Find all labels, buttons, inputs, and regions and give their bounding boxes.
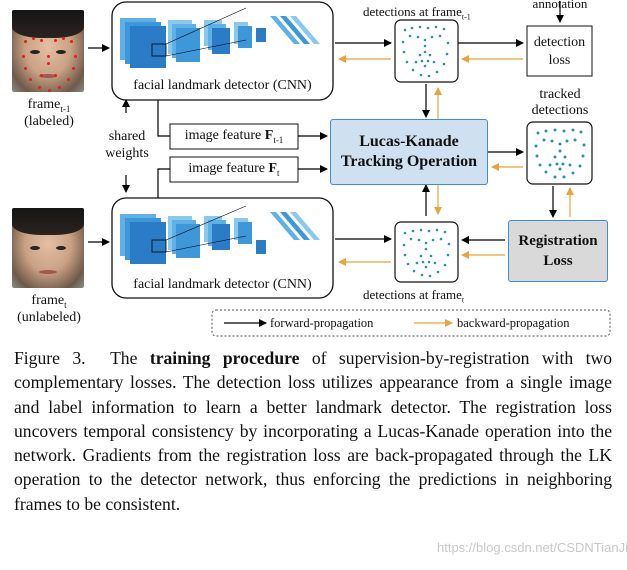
detection-loss-box: [526, 25, 593, 77]
detections-bottom-box: [394, 221, 459, 283]
feature-box-prev: [169, 123, 299, 150]
feature-box-curr: [169, 156, 299, 183]
caption-figure-number: Figure 3.: [14, 348, 86, 368]
cnn-top-label: facial landmark detector (CNN): [133, 78, 312, 93]
watermark: https://blog.csdn.net/CSDNTianJi: [437, 540, 627, 555]
diagram-canvas: [88, 1, 611, 337]
annotation-label: annotation: [532, 0, 588, 11]
legend-backward-label: backward-propagation: [457, 316, 570, 330]
tracked-line1: tracked: [539, 87, 581, 102]
feature-prev-label: image feature Ft-1: [184, 128, 284, 145]
caption-pre: The: [110, 348, 150, 368]
face-image-curr: [12, 208, 84, 288]
lk-line2: Tracking Operation: [340, 153, 478, 170]
cnn-top-layers: [120, 7, 320, 68]
face-image-prev: [12, 10, 84, 92]
frame-curr-status: (unlabeled): [17, 310, 81, 325]
detection-loss-line1: detection: [533, 35, 586, 50]
detections-top-dots: [401, 25, 450, 78]
reg-line1: Registration: [518, 233, 598, 249]
tracked-dots: [534, 128, 586, 179]
caption-body: of supervision-by-registration with two …: [14, 348, 612, 514]
detection-loss-line2: loss: [548, 53, 571, 68]
frame-prev-status: (labeled): [24, 114, 74, 129]
tracked-line2: detections: [531, 103, 589, 118]
tracked-box: [526, 121, 593, 185]
caption-bold: training procedure: [149, 348, 300, 368]
cnn-bottom-label: facial landmark detector (CNN): [133, 277, 312, 292]
reg-line2: Loss: [543, 253, 573, 269]
detections-bottom-label: detections at framet: [363, 287, 465, 305]
frame-prev-label: framet-1: [27, 97, 71, 114]
legend-forward-label: forward-propagation: [270, 316, 374, 330]
detections-bottom-dots: [402, 228, 451, 278]
shared-weights-line2: weights: [105, 146, 149, 161]
figure-caption: Figure 3. The training procedure of supe…: [14, 346, 612, 516]
cnn-bottom-layers: [120, 205, 320, 264]
detections-top-label: detections at framet-1: [363, 4, 471, 22]
legend-frame: [211, 309, 611, 337]
feature-curr-label: image feature Ft: [188, 161, 280, 178]
lk-line1: Lucas-Kanade: [359, 133, 459, 150]
shared-weights-line1: shared: [108, 129, 146, 144]
frame-curr-label: framet: [31, 293, 67, 310]
